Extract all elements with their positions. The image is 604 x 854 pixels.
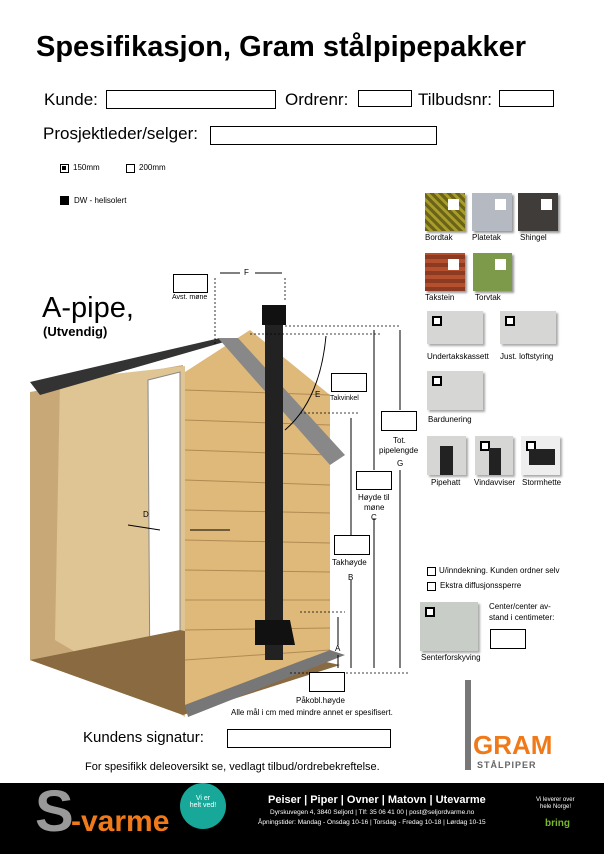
cc-label: Center/center av-	[489, 602, 551, 611]
signature-label: Kundens signatur:	[83, 729, 204, 746]
senterforskyving-image[interactable]	[420, 602, 478, 651]
page-title: Spesifikasjon, Gram stålpipepakker	[36, 31, 526, 63]
checkbox[interactable]	[448, 259, 459, 270]
section-title: A-pipe,	[42, 292, 134, 324]
gram-logo: GRAM STÅLPIPER	[455, 680, 565, 776]
roof-label: Bordtak	[425, 233, 453, 242]
checkbox[interactable]	[432, 376, 442, 386]
acc-label: Just. loftstyring	[500, 352, 554, 361]
kunde-input[interactable]	[106, 90, 276, 109]
acc-label: Stormhette	[522, 478, 562, 487]
dim-d-label: D	[143, 510, 149, 519]
option-diffusjonssperre-checkbox[interactable]	[427, 582, 436, 591]
footer-address: Dyrskuvegen 4, 3840 Seljord | Tlf: 35 06…	[270, 809, 475, 816]
takhoyde-label: Takhøyde	[332, 558, 367, 567]
radio-200mm[interactable]	[126, 164, 135, 173]
acc-pipehatt[interactable]	[427, 436, 466, 475]
avst-mone-label: Avst. møne	[172, 294, 208, 301]
roof-label: Platetak	[472, 233, 501, 242]
signature-input[interactable]	[227, 729, 391, 748]
footer-products: Peiser | Piper | Ovner | Matovn | Utevar…	[268, 794, 486, 806]
prosjektleder-label: Prosjektleder/selger:	[43, 124, 198, 143]
stormhette-icon	[529, 449, 555, 465]
footnote: For spesifikk deleoversikt se, vedlagt t…	[85, 761, 380, 773]
footer-deliver: Vi leverer over	[536, 797, 575, 803]
prosjektleder-input[interactable]	[210, 126, 437, 145]
takvinkel-input[interactable]	[331, 373, 367, 392]
dw-checkbox[interactable]	[60, 196, 69, 205]
roof-label: Shingel	[520, 233, 547, 242]
pakobl-hoyde-input[interactable]	[309, 672, 345, 692]
roof-shingel[interactable]	[518, 193, 558, 231]
checkbox[interactable]	[541, 199, 552, 210]
pakobl-label: Påkobl.høyde	[296, 696, 345, 705]
option-uinndekning-checkbox[interactable]	[427, 567, 436, 576]
acc-stormhette[interactable]	[521, 436, 560, 475]
dim-g-label: G	[397, 459, 404, 468]
checkbox[interactable]	[495, 199, 506, 210]
roof-platetak[interactable]	[472, 193, 512, 231]
footer-deliver: hele Norge!	[540, 804, 572, 810]
acc-label: Vindavviser	[474, 478, 516, 487]
acc-label: Bardunering	[428, 415, 472, 424]
dw-label: DW - helisolert	[74, 196, 127, 205]
bring-logo: bring	[545, 818, 570, 829]
dim-b-label: B	[348, 573, 354, 582]
radio-200mm-label: 200mm	[139, 163, 166, 172]
checkbox[interactable]	[432, 316, 442, 326]
option-label: U/inndekning. Kunden ordner selv	[439, 566, 560, 575]
radio-150mm[interactable]	[60, 164, 69, 173]
roof-torvtak[interactable]	[473, 253, 512, 291]
dim-e-label: E	[315, 390, 321, 399]
dim-c-label: C	[371, 513, 377, 522]
hoyde-mone-input[interactable]	[356, 471, 392, 490]
kunde-label: Kunde:	[44, 90, 98, 109]
takhoyde-input[interactable]	[334, 535, 370, 555]
acc-vindavviser[interactable]	[475, 436, 513, 475]
hoyde-label: Høyde til	[358, 493, 390, 502]
checkbox[interactable]	[448, 199, 459, 210]
checkbox[interactable]	[505, 316, 515, 326]
roof-bordtak[interactable]	[425, 193, 465, 231]
section-subtitle: (Utvendig)	[43, 324, 108, 339]
tilbudsnr-label: Tilbudsnr:	[418, 90, 493, 109]
checkbox[interactable]	[425, 607, 435, 617]
pipehatt-icon	[440, 446, 453, 475]
roof-takstein[interactable]	[425, 253, 465, 291]
tot-label: pipelengde	[379, 446, 419, 455]
tot-pipelengde-input[interactable]	[381, 411, 417, 431]
takvinkel-label: Takvinkel	[330, 395, 359, 402]
dim-f-label: F	[244, 268, 249, 277]
acc-bardunering[interactable]	[427, 371, 483, 410]
acc-label: Pipehatt	[431, 478, 461, 487]
acc-label: Undertakskassett	[427, 352, 489, 361]
vindavviser-icon	[489, 448, 501, 475]
acc-undertakskassett[interactable]	[427, 311, 483, 344]
option-label: Ekstra diffusjonssperre	[440, 581, 522, 590]
ordrenr-label: Ordrenr:	[285, 90, 349, 109]
hoyde-label: møne	[364, 503, 385, 512]
footer-hours: Åpningstider: Mandag - Onsdag 10-16 | To…	[258, 819, 486, 826]
roof-label: Takstein	[425, 293, 455, 302]
dim-a-label: A	[335, 644, 341, 653]
ordrenr-input[interactable]	[358, 90, 412, 107]
tilbudsnr-input[interactable]	[499, 90, 554, 107]
svarme-logo: S -varme	[35, 779, 170, 844]
cc-input[interactable]	[490, 629, 526, 649]
avst-mone-input[interactable]	[173, 274, 208, 293]
checkbox[interactable]	[480, 441, 490, 451]
acc-loftstyring[interactable]	[500, 311, 556, 344]
tot-label: Tot.	[393, 436, 406, 445]
radio-150mm-label: 150mm	[73, 163, 100, 172]
cc-label: stand i centimeter:	[489, 613, 555, 622]
roof-label: Torvtak	[475, 293, 501, 302]
measure-note: Alle mål i cm med mindre annet er spesif…	[231, 708, 393, 717]
senterforskyving-label: Senterforskyving	[421, 653, 481, 662]
checkbox[interactable]	[495, 259, 506, 270]
